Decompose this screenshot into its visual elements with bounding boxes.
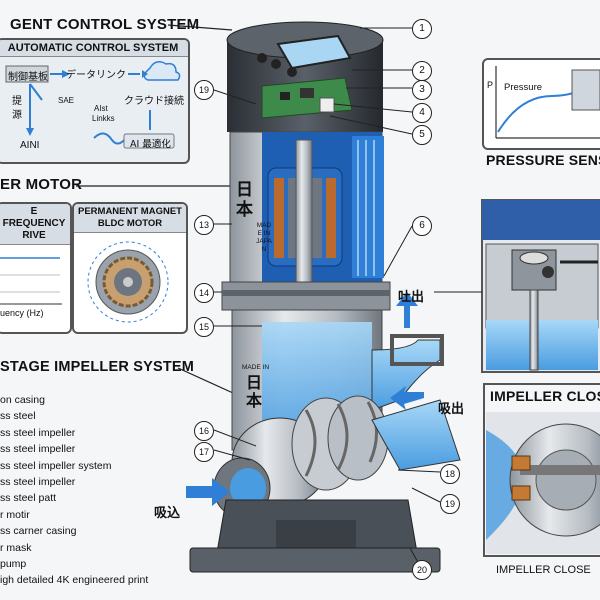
outlet-label: 吐出 — [398, 290, 425, 305]
automatic-control-panel: AUTOMATIC CONTROL SYSTEM — [0, 38, 190, 164]
callout-15: 15 — [194, 317, 214, 337]
vfd-title-1: E FREQUENCY — [2, 206, 66, 229]
legend-item: ss steel impeller system — [0, 459, 112, 472]
kanji-label-lower: 日本 — [246, 373, 263, 410]
legend-item: pump — [0, 558, 27, 571]
legend-item: igh detailed 4K engineered print — [0, 574, 149, 587]
legend-item: ss steel impeller — [0, 476, 76, 489]
inlet-label: 吸込 — [154, 506, 181, 521]
legend-item: ss steel impeller — [0, 443, 76, 456]
impeller-closeup-header: IMPELLER CLOS — [490, 388, 600, 404]
bldc-title-2: BLDC MOTOR — [97, 218, 163, 229]
callout-18: 18 — [440, 464, 460, 484]
impeller-closeup-caption: IMPELLER CLOSE — [496, 564, 591, 576]
callout-16: 16 — [194, 421, 214, 441]
made-in-japan-label: MADE IN JAPAN — [256, 222, 272, 253]
ai-optimization-label: AI 最適化 — [130, 139, 171, 150]
callout-6: 6 — [412, 216, 432, 236]
callout-19-top: 19 — [194, 80, 214, 100]
callout-4: 4 — [412, 103, 432, 123]
kanji-label-upper: 日本 — [236, 180, 253, 220]
ai-links-label-1: AIst — [94, 104, 108, 113]
callout-19-bottom: 19 — [440, 494, 460, 514]
made-in-label: MADE IN — [242, 364, 270, 371]
impeller-system-header: STAGE IMPELLER SYSTEM — [0, 359, 195, 375]
callout-3: 3 — [412, 80, 432, 100]
ai-links-label-2: Linkks — [92, 114, 115, 123]
left-vertical-1: 提 — [12, 96, 22, 107]
legend-item: on casing — [0, 394, 45, 406]
suction-label: 吸出 — [438, 402, 465, 417]
legend-item: r motir — [0, 508, 30, 521]
vfd-axis-label: uency (Hz) — [0, 308, 44, 318]
callout-13: 13 — [194, 215, 214, 235]
parts-legend: on casing ss steel ss steel impeller ss … — [0, 392, 190, 589]
callout-14: 14 — [194, 283, 214, 303]
legend-item: ss carner casing — [0, 525, 77, 538]
legend-item: ss steel — [0, 410, 36, 423]
callout-20: 20 — [412, 560, 432, 580]
bldc-title-1: PERMANENT MAGNET — [78, 206, 182, 217]
legend-item: ss steel impeller — [0, 426, 76, 439]
callout-1: 1 — [412, 19, 432, 39]
aini-label: AINI — [20, 140, 40, 151]
callout-2: 2 — [412, 61, 432, 81]
callout-5: 5 — [412, 125, 432, 145]
callout-17: 17 — [194, 442, 214, 462]
left-vertical-2: 源 — [12, 110, 22, 121]
cloud-label: クラウド接続 — [124, 96, 184, 107]
control-system-header: GENT CONTROL SYSTEM — [10, 16, 200, 33]
board-label: 制御基板 — [8, 72, 48, 83]
vfd-title-2: RIVE — [22, 230, 46, 241]
sae-label: SAE — [58, 96, 75, 105]
legend-item: r mask — [0, 541, 32, 554]
pressure-p-axis: P — [487, 80, 494, 90]
pressure-curve-label: Pressure — [504, 82, 543, 93]
motor-header: ER MOTOR — [0, 176, 83, 193]
vfd-panel: E FREQUENCY RIVE — [0, 202, 72, 334]
legend-item: ss steel patt — [0, 492, 57, 505]
pressure-sensor-header: PRESSURE SENS — [486, 152, 600, 168]
datalink-label: データリンク — [66, 70, 126, 81]
control-panel-title: AUTOMATIC CONTROL SYSTEM — [0, 40, 188, 57]
